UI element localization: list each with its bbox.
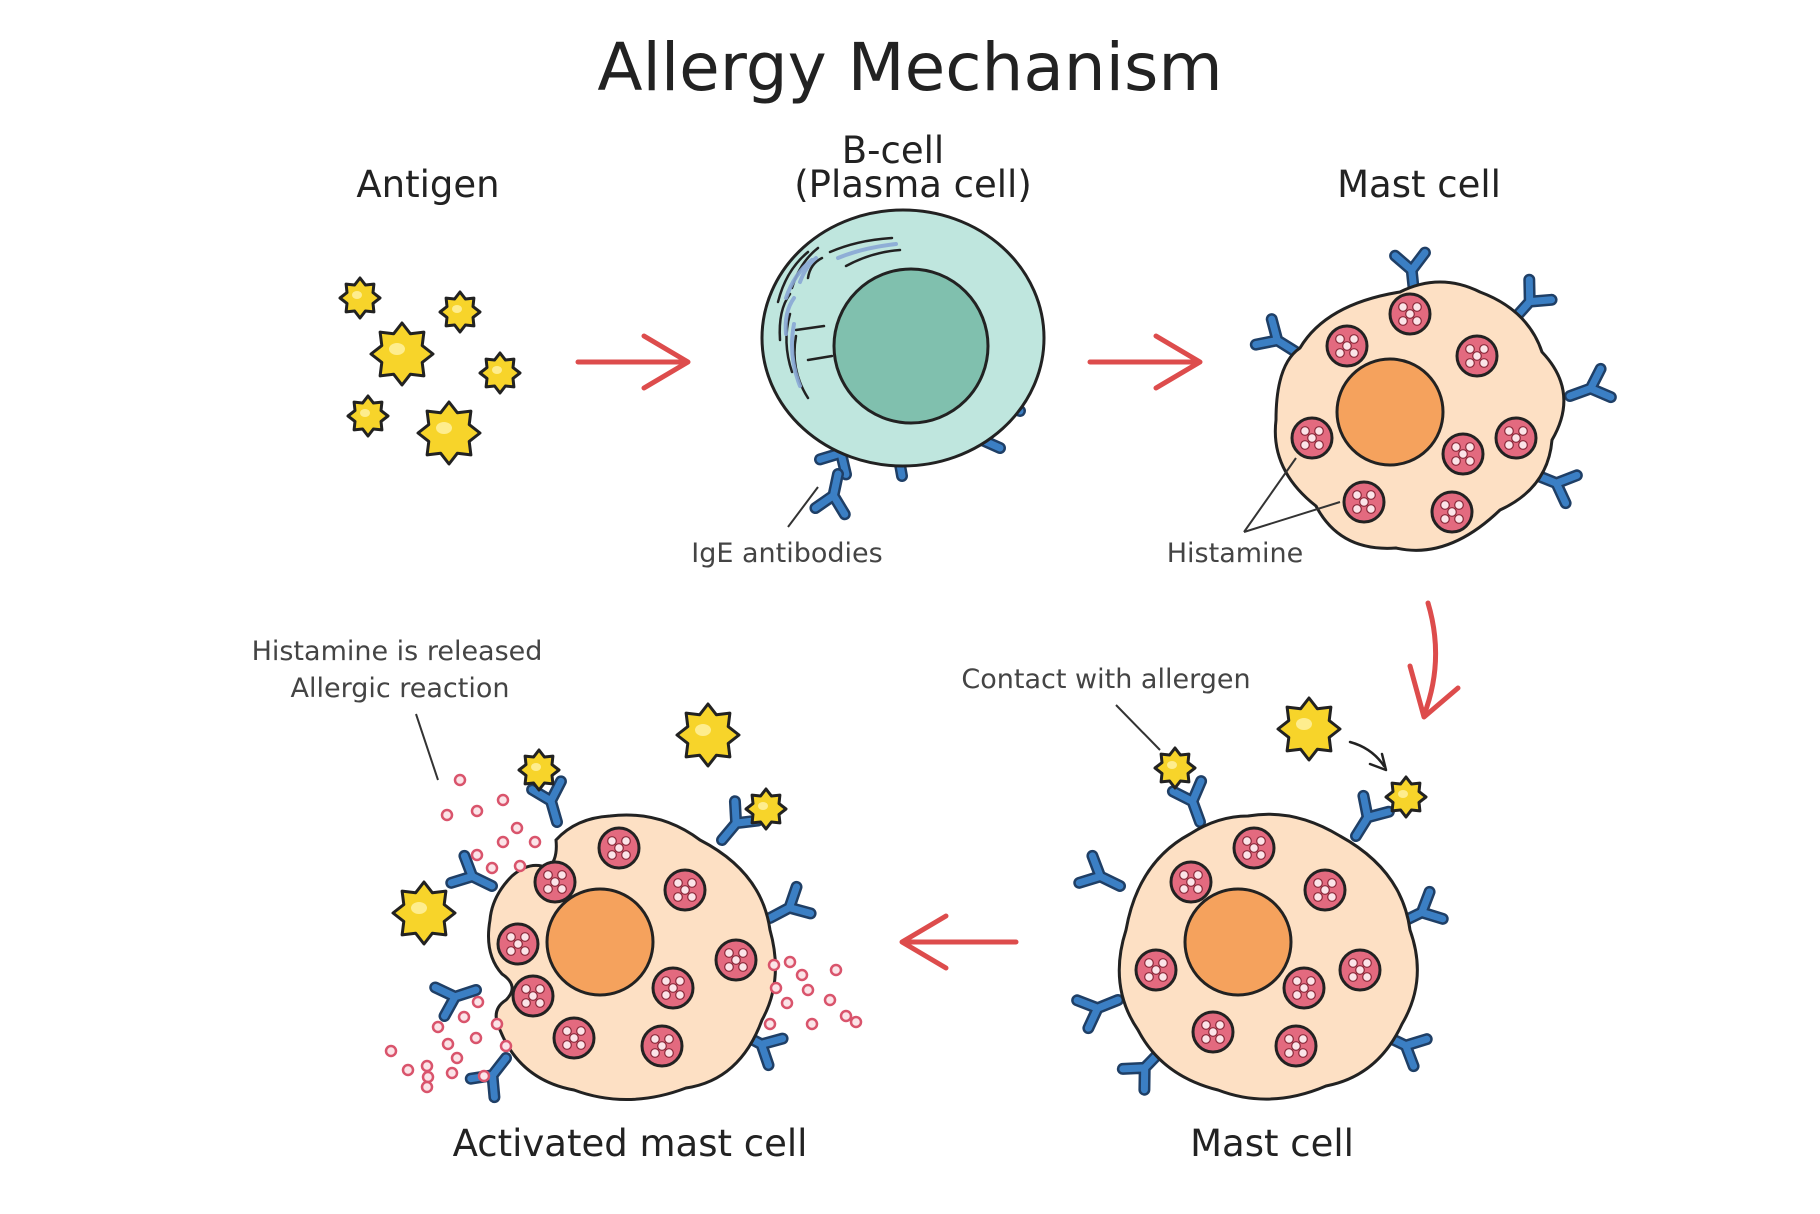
diagram-title: Allergy Mechanism <box>597 29 1222 106</box>
approach-arrow <box>1348 740 1386 768</box>
activated-mast-cell <box>435 781 810 1099</box>
arrow-antigen-to-bcell <box>575 333 691 391</box>
endoplasmic-reticulum-fill <box>783 242 898 388</box>
arrow-bcell-to-mastcell <box>1087 333 1203 391</box>
annotation-contact-with-allergen: Contact with allergen <box>961 664 1250 695</box>
mast-cell-top-nucleus <box>1335 357 1445 467</box>
antigen-cluster <box>338 276 522 466</box>
bcell-nucleus <box>832 267 990 425</box>
histamine-pointer-lines <box>1243 457 1341 533</box>
arrow-mastcell-to-contact <box>1407 600 1461 720</box>
mast-cell-contact <box>1077 781 1443 1101</box>
annotation-histamine: Histamine <box>1167 538 1304 569</box>
activated-mast-cell-nucleus <box>545 887 655 997</box>
ige-pointer-line <box>787 486 819 528</box>
label-bcell: B-cell <box>842 129 944 172</box>
annotation-histamine-released: Histamine is released <box>252 636 543 667</box>
b-cell <box>760 208 1046 479</box>
label-mast-cell-top: Mast cell <box>1337 163 1501 206</box>
released-pointer-line <box>415 713 439 781</box>
label-antigen: Antigen <box>356 163 499 206</box>
label-plasma-cell: (Plasma cell) <box>794 163 1032 206</box>
label-activated-mast-cell: Activated mast cell <box>453 1122 808 1165</box>
mast-cell-contact-nucleus <box>1183 887 1293 997</box>
approach-arrowhead <box>1368 752 1388 772</box>
annotation-allergic-reaction: Allergic reaction <box>290 673 509 704</box>
contact-pointer-line <box>1115 704 1161 751</box>
annotation-ige-antibodies: IgE antibodies <box>691 538 882 569</box>
arrow-contact-to-activated <box>899 913 1019 971</box>
label-mast-cell-bottom: Mast cell <box>1190 1122 1354 1165</box>
mast-cell-top <box>1256 253 1611 552</box>
